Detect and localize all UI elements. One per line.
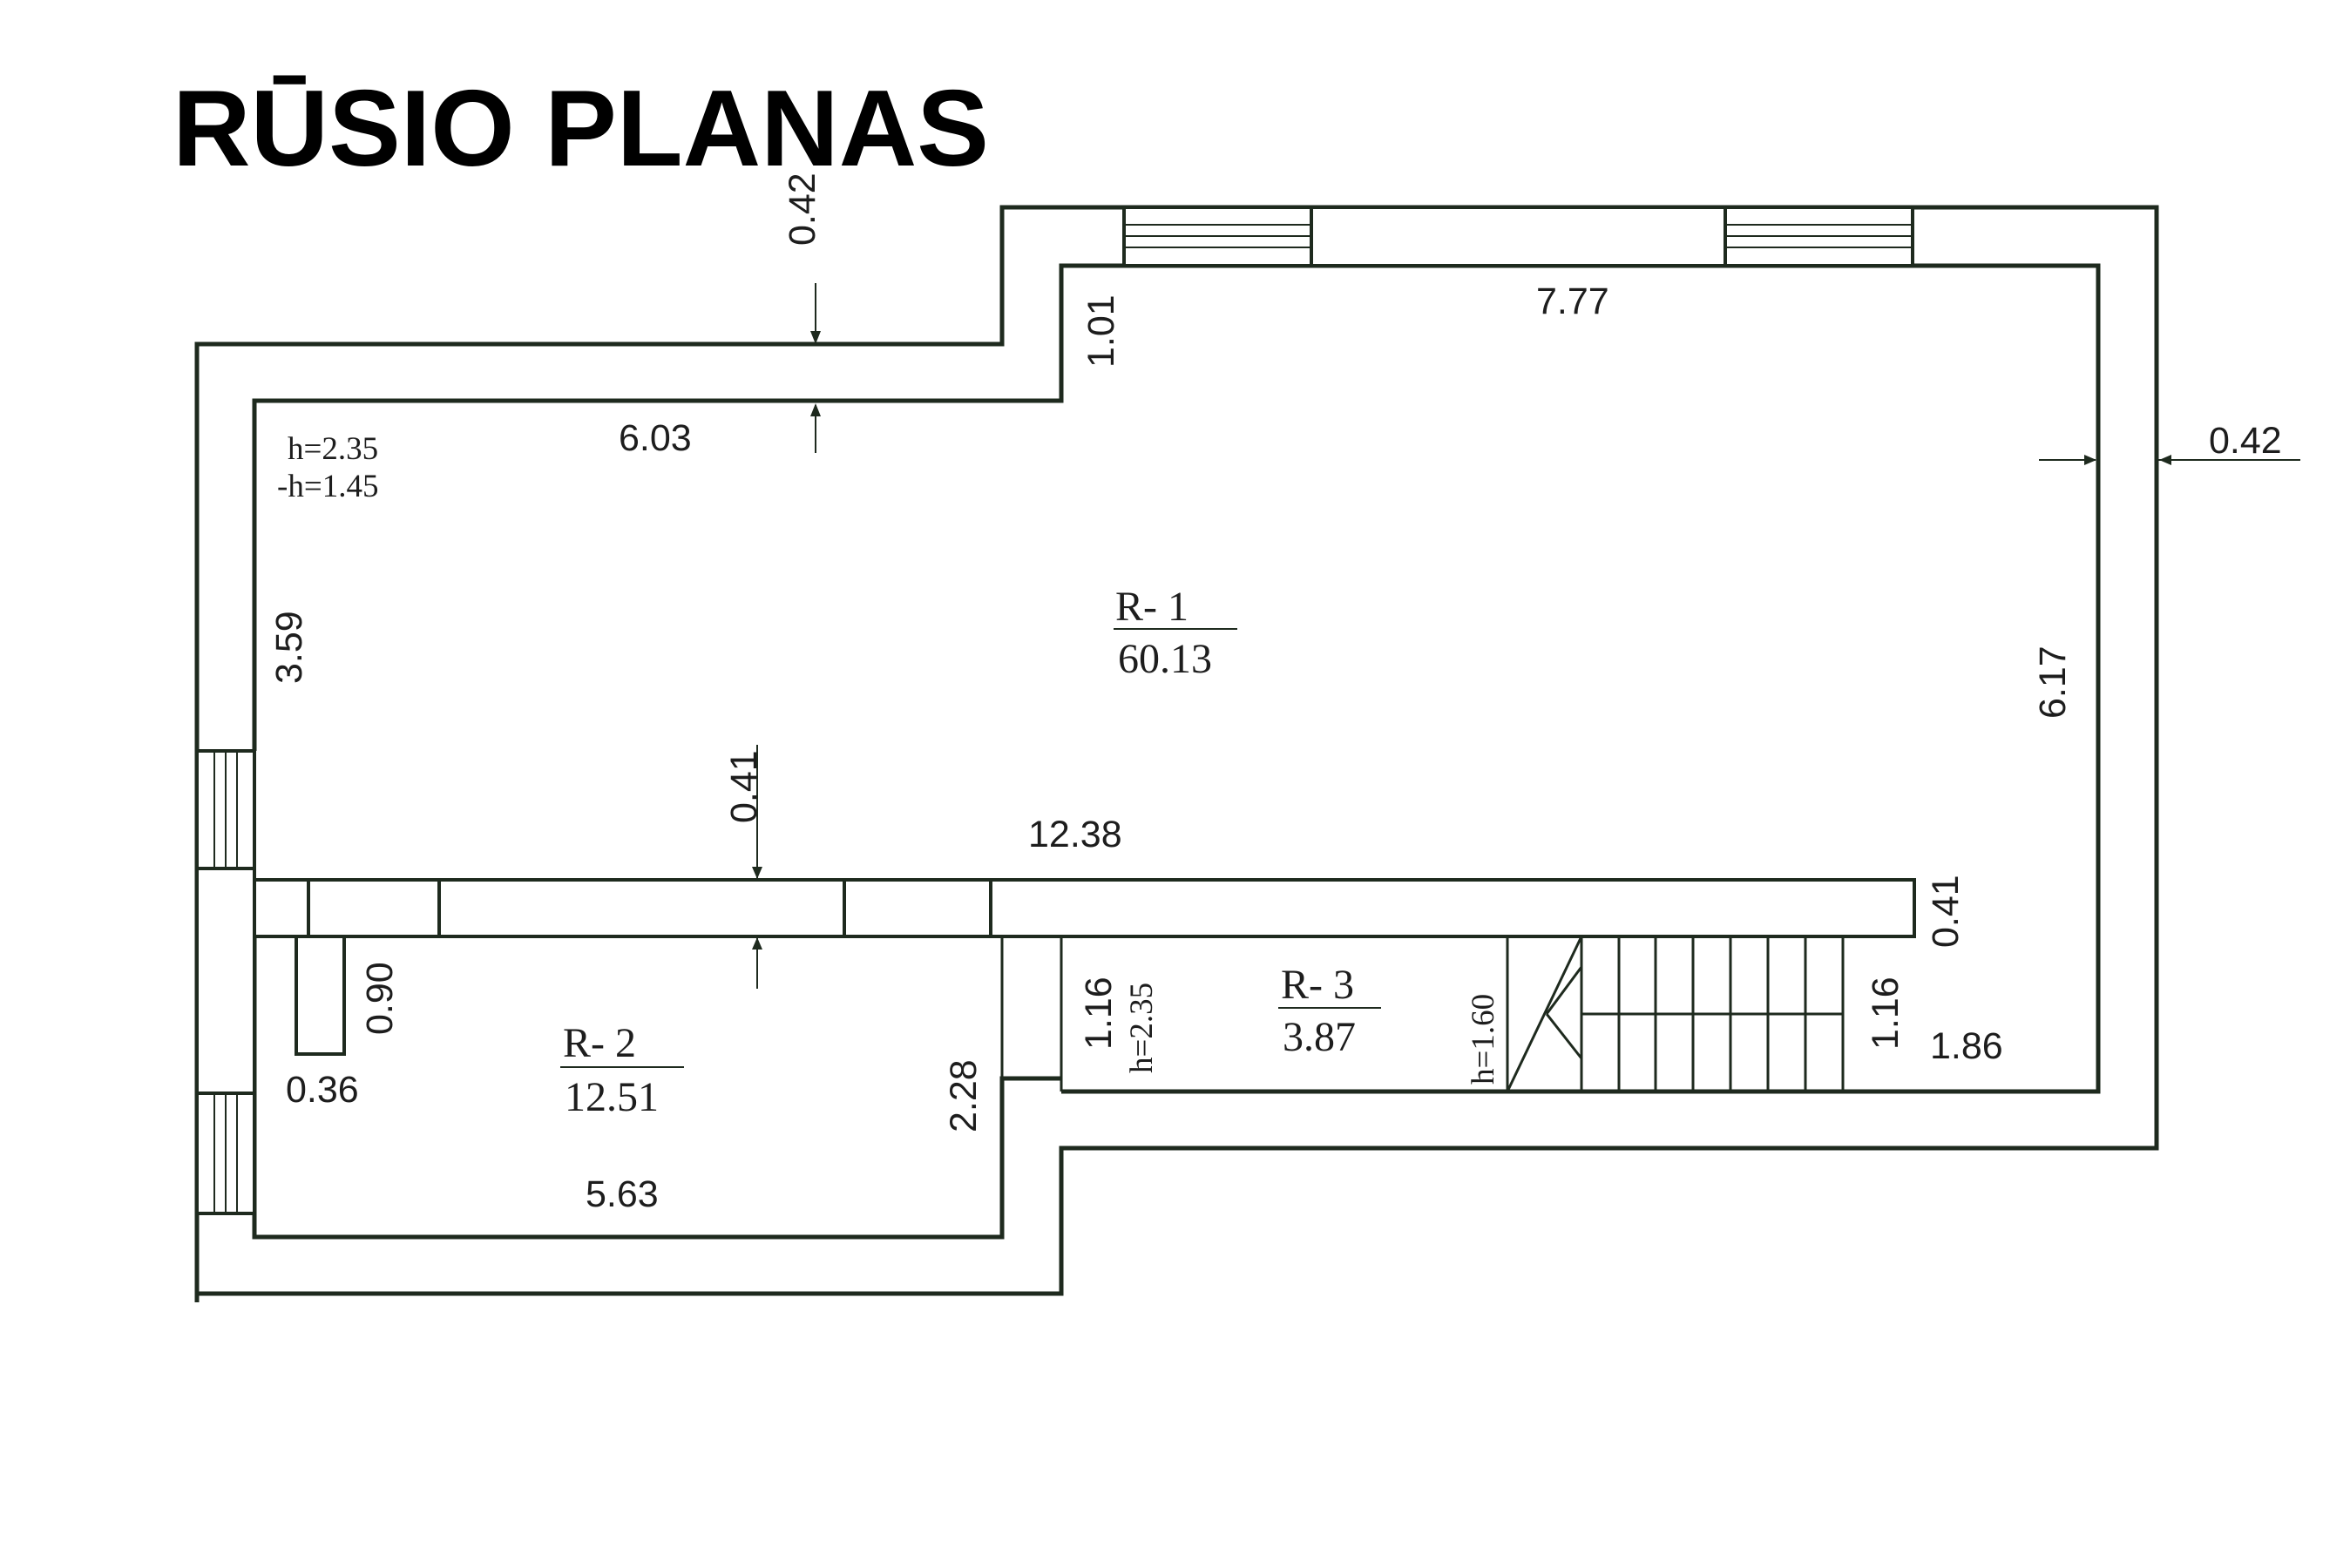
dim-top-right-length: 7.77 — [1536, 280, 1609, 322]
dimension-marks — [752, 283, 2300, 989]
dim-right-height: 6.17 — [2032, 645, 2074, 719]
dim-partition-thickness-right: 0.41 — [1925, 875, 1967, 948]
room-r1-label: R- 1 60.13 — [1114, 584, 1237, 682]
r3-height-note: h=2.35 — [1124, 983, 1160, 1073]
svg-text:R- 2: R- 2 — [563, 1020, 636, 1066]
dim-partition-thickness: 0.41 — [723, 750, 765, 823]
left-wall-segment — [195, 867, 256, 1095]
dim-r2-length: 5.63 — [586, 1173, 659, 1215]
dim-partition-length: 12.38 — [1028, 814, 1122, 855]
dim-left-height: 3.59 — [268, 611, 310, 684]
svg-text:60.13: 60.13 — [1118, 636, 1212, 682]
r1-height-note: h=2.35 — [288, 431, 378, 467]
svg-text:3.87: 3.87 — [1283, 1014, 1356, 1060]
partition-segment — [253, 878, 310, 938]
svg-text:R- 3: R- 3 — [1281, 962, 1354, 1008]
plan-title: RŪSIO PLANAS — [173, 69, 989, 189]
partition-segment — [437, 878, 846, 938]
dim-column-width: 0.36 — [286, 1069, 359, 1111]
door-opening-middle — [843, 878, 992, 938]
dim-stair-height: 1.16 — [1865, 977, 1906, 1050]
dim-wall-right: 0.42 — [2209, 420, 2282, 462]
room-r2-label: R- 2 12.51 — [560, 1020, 684, 1120]
dim-column-height: 0.90 — [359, 962, 401, 1035]
column — [295, 935, 346, 1056]
dim-step-height: 1.01 — [1080, 294, 1122, 368]
inner-wall-outline — [252, 263, 2101, 1094]
svg-text:R- 1: R- 1 — [1115, 584, 1189, 630]
dim-stair-length: 1.86 — [1930, 1025, 2003, 1067]
dim-r2-height: 2.28 — [943, 1059, 985, 1132]
dim-r3-height: 1.16 — [1078, 977, 1120, 1050]
door-opening-left — [307, 878, 441, 938]
dim-wall-top-left: 0.42 — [782, 172, 823, 246]
dim-top-left-length: 6.03 — [619, 417, 692, 459]
svg-text:12.51: 12.51 — [565, 1074, 659, 1120]
partition-segment-long — [989, 878, 1916, 938]
stair-height-note: h=1.60 — [1466, 994, 1501, 1085]
top-wall-segment — [1310, 206, 1727, 267]
room-r3-label: R- 3 3.87 — [1278, 962, 1381, 1060]
r1-minus-height-note: -h=1.45 — [277, 469, 378, 504]
outer-wall-outline — [194, 205, 2159, 1302]
staircase — [1506, 936, 1845, 1092]
